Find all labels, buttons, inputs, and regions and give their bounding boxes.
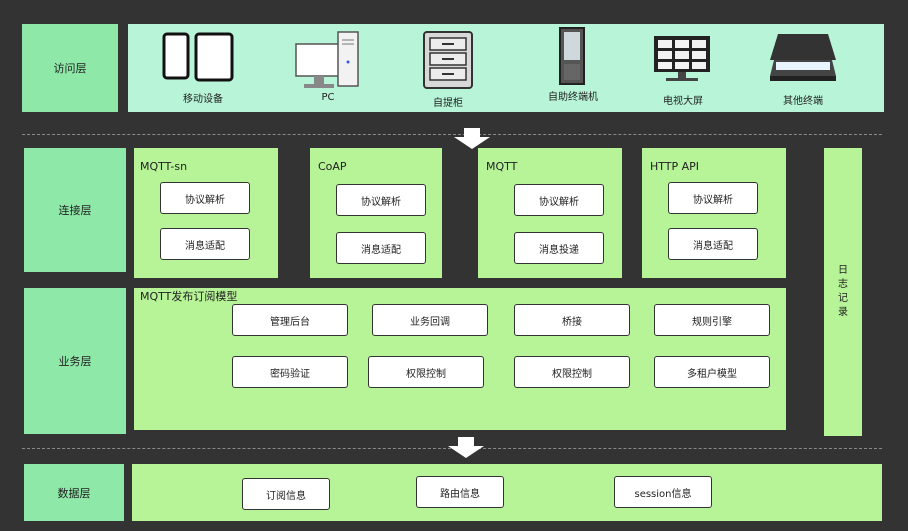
- permission-control-box: 权限控制: [514, 356, 630, 388]
- layer-label-access: 访问层: [22, 24, 118, 112]
- bridge-box: 桥接: [514, 304, 630, 336]
- message-deliver-box: 消息投递: [514, 232, 604, 264]
- layer-label-connect: 连接层: [24, 148, 126, 272]
- session-info-box: session信息: [614, 476, 712, 508]
- separator-line: [22, 134, 882, 135]
- route-info-box: 路由信息: [416, 476, 504, 508]
- other-terminal-icon: [770, 34, 836, 81]
- password-verify-box: 密码验证: [232, 356, 348, 388]
- protocol-title: HTTP API: [650, 160, 700, 173]
- protocol-box-mqtt-sn: MQTT-sn 协议解析 消息适配: [134, 148, 278, 278]
- log-record-label: 日志记录: [838, 265, 848, 318]
- down-arrow-icon: [454, 128, 490, 149]
- device-label: PC: [321, 92, 335, 103]
- protocol-parse-box: 协议解析: [336, 184, 426, 216]
- pc-icon: [295, 31, 359, 88]
- device-label: 自助终端机: [548, 92, 598, 103]
- device-label: 自提柜: [433, 98, 463, 109]
- message-adapt-box: 消息适配: [336, 232, 426, 264]
- log-record-box: 日志记录: [824, 148, 862, 436]
- rule-engine-box: 规则引擎: [654, 304, 770, 336]
- device-locker: 自提柜: [408, 30, 488, 109]
- access-layer-panel: 移动设备 PC 自提柜: [128, 24, 884, 112]
- device-label: 移动设备: [183, 94, 223, 105]
- device-mobile: 移动设备: [158, 32, 248, 108]
- protocol-box-http-api: HTTP API 协议解析 消息适配: [642, 148, 786, 278]
- protocol-title: CoAP: [318, 160, 347, 173]
- layer-label-data: 数据层: [24, 464, 124, 521]
- protocol-title: MQTT: [486, 160, 518, 173]
- device-label: 其他终端: [783, 96, 823, 107]
- device-label: 电视大屏: [663, 96, 703, 107]
- protocol-parse-box: 协议解析: [514, 184, 604, 216]
- device-tv: 电视大屏: [638, 30, 728, 108]
- locker-cabinet-icon: [423, 31, 473, 89]
- protocol-box-coap: CoAP 协议解析 消息适配: [310, 148, 442, 278]
- business-callback-box: 业务回调: [372, 304, 488, 336]
- permission-control-box: 权限控制: [368, 356, 484, 388]
- admin-backend-box: 管理后台: [232, 304, 348, 336]
- mobile-devices-icon: [162, 32, 234, 82]
- device-pc: PC: [288, 30, 368, 108]
- subscription-info-box: 订阅信息: [242, 478, 330, 510]
- business-model-box: MQTT发布订阅模型 管理后台 业务回调 桥接 规则引擎 密码验证 权限控制 权…: [134, 288, 786, 430]
- message-adapt-box: 消息适配: [668, 228, 758, 260]
- device-kiosk: 自助终端机: [528, 26, 618, 106]
- down-arrow-icon: [448, 437, 484, 458]
- kiosk-terminal-icon: [559, 27, 585, 85]
- tv-screen-icon: [654, 36, 710, 81]
- device-other: 其他终端: [758, 30, 848, 108]
- protocol-title: MQTT-sn: [140, 160, 188, 173]
- message-adapt-box: 消息适配: [160, 228, 250, 260]
- protocol-parse-box: 协议解析: [668, 182, 758, 214]
- protocol-box-mqtt: MQTT 协议解析 消息投递: [478, 148, 622, 278]
- data-layer-panel: 订阅信息 路由信息 session信息: [132, 464, 882, 521]
- business-title: MQTT发布订阅模型: [140, 290, 238, 303]
- multi-tenant-box: 多租户模型: [654, 356, 770, 388]
- protocol-parse-box: 协议解析: [160, 182, 250, 214]
- layer-label-business: 业务层: [24, 288, 126, 434]
